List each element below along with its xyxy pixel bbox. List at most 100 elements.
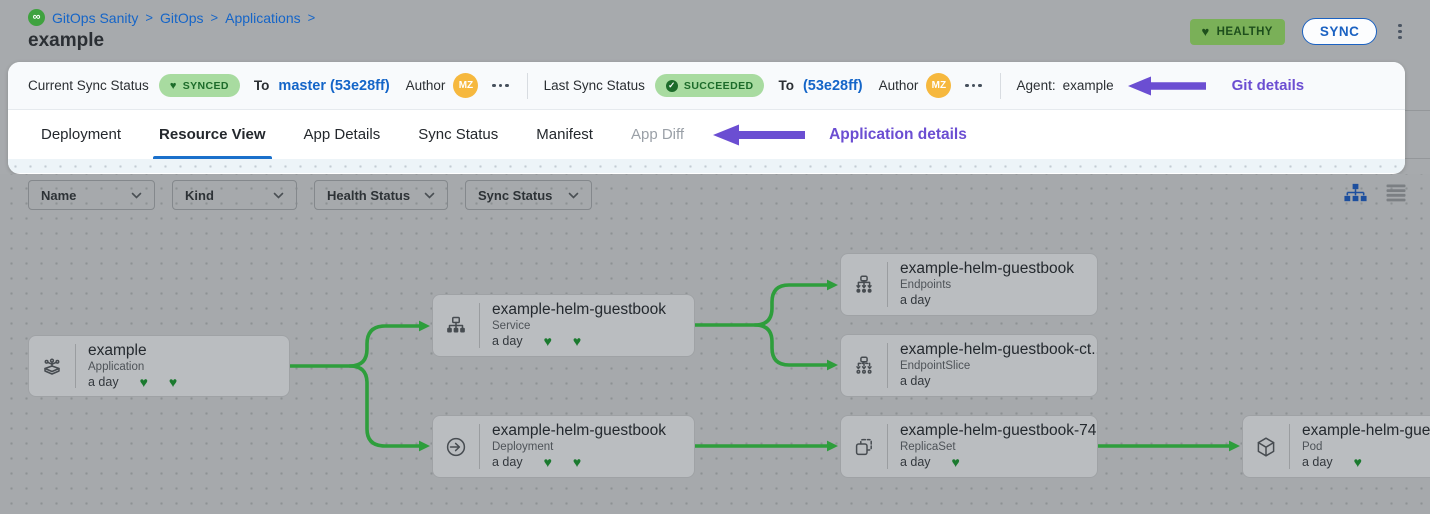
author-avatar: MZ [926,73,951,98]
more-options-icon[interactable] [963,80,983,91]
gitops-logo-icon: ∞ [28,9,45,26]
resource-kind: Pod [1302,441,1430,453]
health-heart-icon: ♥ [573,334,581,348]
tab-resource-view[interactable]: Resource View [159,110,265,159]
tab-deployment[interactable]: Deployment [41,110,121,159]
tab-app-diff[interactable]: App Diff [631,110,684,159]
resource-node-endpointslice[interactable]: example-helm-guestbook-ct... EndpointSli… [840,334,1098,397]
health-heart-icon: ♥ [544,455,552,469]
breadcrumb-separator: > [211,10,219,25]
tab-bar: Deployment Resource View App Details Syn… [8,110,1405,159]
health-heart-icon: ♥ [952,455,960,469]
health-heart-icon: ♥ [169,375,177,389]
tab-sync-status[interactable]: Sync Status [418,110,498,159]
resource-title: example-helm-guestbook-ct... [900,341,1097,359]
resource-node-pod[interactable]: example-helm-guest Pod a day♥ [1242,415,1430,478]
resource-age: a day [1302,455,1333,469]
current-revision-link[interactable]: master (53e28ff) [278,78,389,94]
succeeded-badge-label: SUCCEEDED [684,80,754,92]
resource-title: example-helm-guestbook-74... [900,422,1097,440]
resource-node-application[interactable]: example Application a day ♥ ♥ [28,335,290,397]
heart-icon: ♥ [170,80,177,92]
application-details-annotation: Application details [829,126,967,144]
resource-graph-canvas: Name Kind Health Status Sync Status [0,174,1430,514]
chevron-down-icon [131,192,142,199]
edge-arrowhead [419,321,430,332]
list-view-toggle-icon[interactable] [1386,184,1406,202]
breadcrumb-separator: > [308,10,316,25]
resource-node-deployment[interactable]: example-helm-guestbook Deployment a day ♥… [432,415,695,478]
divider [1405,158,1430,159]
annotation-arrow-left-icon [713,123,805,147]
page-title: example [28,30,104,52]
canvas-top-strip [8,159,1405,173]
resource-title: example-helm-guest [1302,422,1430,440]
resource-edge [755,325,827,365]
breadcrumb-link-gitops[interactable]: GitOps [160,10,204,26]
resource-node-endpoints[interactable]: example-helm-guestbook Endpoints a day [840,253,1098,316]
kebab-menu-icon[interactable] [1394,20,1406,44]
check-circle-icon: ✓ [666,80,678,92]
current-sync-status-label: Current Sync Status [28,78,149,93]
resource-title: example-helm-guestbook [900,260,1074,278]
app-details-panel: Current Sync Status ♥ SYNCED To master (… [8,62,1405,174]
resource-node-replicaset[interactable]: example-helm-guestbook-74... ReplicaSet … [840,415,1098,478]
chevron-down-icon [568,192,579,199]
sync-button[interactable]: SYNC [1302,18,1378,45]
succeeded-badge: ✓ SUCCEEDED [655,74,765,97]
sync-status-filter-dropdown[interactable]: Sync Status [465,180,592,210]
deployment-icon [433,416,479,477]
health-heart-icon: ♥ [573,455,581,469]
filter-bar: Name Kind Health Status Sync Status [28,180,592,210]
resource-age: a day [492,334,523,348]
resource-age: a day [492,455,523,469]
synced-badge: ♥ SYNCED [159,74,240,97]
filter-label: Health Status [327,188,410,203]
breadcrumb-link-applications[interactable]: Applications [225,10,301,26]
name-filter-dropdown[interactable]: Name [28,180,155,210]
to-label: To [778,78,794,93]
service-icon [433,295,479,356]
divider [1405,110,1430,111]
annotation-arrow-left-icon [1128,75,1206,97]
tree-view-toggle-icon[interactable] [1343,183,1368,203]
last-sync-status-label: Last Sync Status [544,78,645,93]
edge-arrowhead [827,441,838,452]
filter-label: Kind [185,188,214,203]
chevron-down-icon [273,192,284,199]
health-heart-icon: ♥ [544,334,552,348]
resource-age: a day [88,375,119,389]
endpointslice-icon [841,335,887,396]
resource-kind: Application [88,361,177,373]
tab-app-details[interactable]: App Details [304,110,381,159]
edge-arrowhead [827,280,838,291]
resource-kind: Deployment [492,441,666,453]
synced-badge-label: SYNCED [183,80,229,92]
divider [527,73,528,99]
breadcrumb-separator: > [145,10,153,25]
more-options-icon[interactable] [490,80,510,91]
resource-kind: Service [492,320,666,332]
resource-title: example-helm-guestbook [492,422,666,440]
page-header: ∞ GitOps Sanity > GitOps > Applications … [0,0,1430,62]
health-status-filter-dropdown[interactable]: Health Status [314,180,448,210]
agent-label: Agent: [1017,78,1056,93]
last-revision-link[interactable]: (53e28ff) [803,78,863,94]
resource-title: example [88,342,177,360]
author-label: Author [406,78,446,93]
resource-kind: ReplicaSet [900,441,1097,453]
author-label: Author [879,78,919,93]
health-heart-icon: ♥ [140,375,148,389]
filter-label: Name [41,188,76,203]
resource-title: example-helm-guestbook [492,301,666,319]
resource-kind: Endpoints [900,279,1074,291]
kind-filter-dropdown[interactable]: Kind [172,180,297,210]
agent-value: example [1063,78,1114,93]
breadcrumb-link-account[interactable]: GitOps Sanity [52,10,138,26]
tab-manifest[interactable]: Manifest [536,110,593,159]
resource-kind: EndpointSlice [900,360,1097,372]
divider [1000,73,1001,99]
resource-node-service[interactable]: example-helm-guestbook Service a day ♥ ♥ [432,294,695,357]
resource-edge [290,326,419,366]
